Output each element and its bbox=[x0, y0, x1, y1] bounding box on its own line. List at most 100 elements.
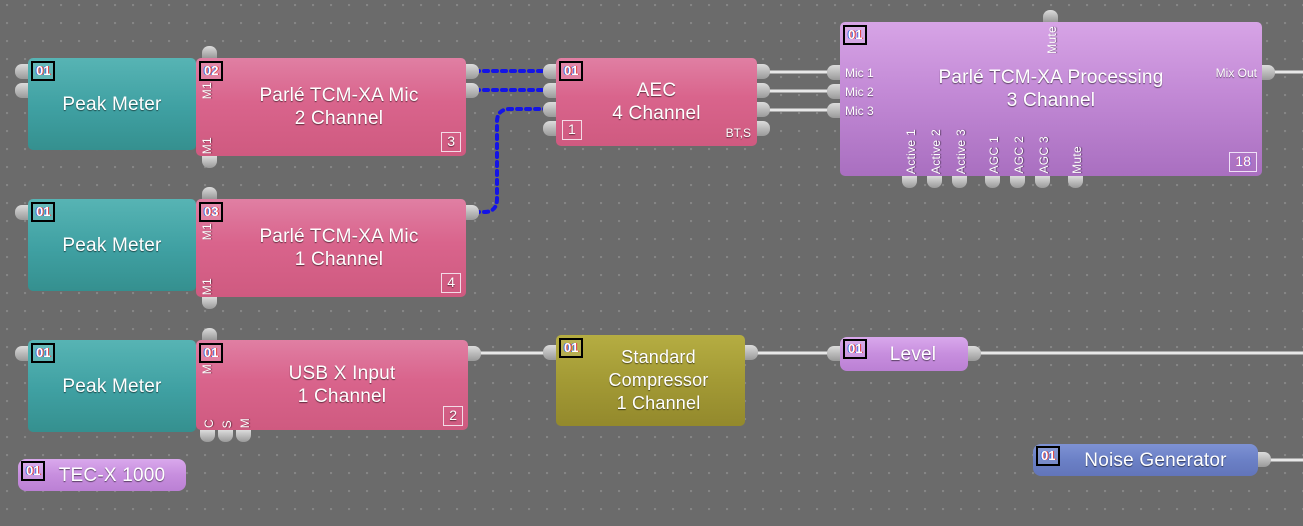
block-peak-meter-1[interactable]: Peak Meter 01 bbox=[15, 58, 196, 150]
port-top-m1[interactable] bbox=[202, 187, 217, 199]
block-id-badge[interactable]: 01 bbox=[1036, 446, 1061, 466]
block-title: TEC-X 1000 bbox=[58, 464, 166, 486]
block-body: Parlé TCM-XA Mic 2 Channel bbox=[196, 58, 466, 156]
block-body: Parlé TCM-XA Mic 1 Channel bbox=[196, 199, 466, 297]
block-tec-x-1000[interactable]: TEC-X 1000 01 bbox=[18, 459, 186, 491]
port-bottom-active-3[interactable] bbox=[952, 176, 967, 188]
port-bottom-active-2[interactable] bbox=[927, 176, 942, 188]
port-out-mix-out[interactable] bbox=[1262, 65, 1275, 80]
block-parle-mic-1ch[interactable]: Parlé TCM-XA Mic 1 Channel 03 M1 M1 4 bbox=[196, 187, 479, 309]
port-bottom-m1[interactable] bbox=[202, 156, 217, 168]
port-label-mic-2: Mic 2 bbox=[845, 85, 874, 99]
block-id-badge[interactable]: 02 bbox=[199, 61, 224, 81]
block-title: Noise Generator bbox=[1084, 449, 1227, 471]
block-id-badge[interactable]: 01 bbox=[31, 61, 56, 81]
port-label-active-3: Active 3 bbox=[954, 128, 968, 174]
block-id-badge[interactable]: 01 bbox=[31, 202, 56, 222]
port-bottom-agc-3[interactable] bbox=[1035, 176, 1050, 188]
port-out-2[interactable] bbox=[757, 83, 770, 98]
block-body: Level bbox=[840, 337, 968, 371]
block-title: USB X Input 1 Channel bbox=[288, 363, 396, 407]
port-label-agc-1: AGC 1 bbox=[987, 136, 1001, 174]
port-top-mute[interactable] bbox=[1043, 10, 1058, 22]
port-in-3[interactable] bbox=[543, 102, 556, 117]
block-id-badge[interactable]: 01 bbox=[31, 343, 56, 363]
block-aec[interactable]: AEC 4 Channel 01 1 BT,S bbox=[543, 58, 770, 146]
port-in-1[interactable] bbox=[827, 346, 840, 361]
port-bottom-active-1[interactable] bbox=[902, 176, 917, 188]
port-in-1[interactable] bbox=[15, 64, 28, 79]
block-level[interactable]: Level 01 bbox=[827, 337, 981, 371]
port-in-1[interactable] bbox=[543, 345, 556, 360]
block-title: Standard Compressor 1 Channel bbox=[608, 347, 709, 413]
block-id-badge[interactable]: 01 bbox=[843, 25, 868, 45]
port-out-3[interactable] bbox=[757, 102, 770, 117]
block-number-badge: 1 bbox=[562, 120, 582, 140]
port-bottom-agc-1[interactable] bbox=[985, 176, 1000, 188]
port-in-mic-2[interactable] bbox=[827, 84, 840, 99]
block-title: Parlé TCM-XA Mic 2 Channel bbox=[259, 85, 419, 129]
port-label-bottom-m1: M1 bbox=[200, 136, 214, 154]
block-parle-processing-3ch[interactable]: Parlé TCM-XA Processing 3 Channel Mic 1 … bbox=[827, 10, 1275, 188]
block-number-badge: 4 bbox=[441, 273, 461, 293]
block-peak-meter-2[interactable]: Peak Meter 01 bbox=[15, 199, 196, 291]
port-out-1[interactable] bbox=[968, 346, 981, 361]
port-bottom-s[interactable] bbox=[218, 430, 233, 442]
port-label-bottom-mute: Mute bbox=[1070, 146, 1084, 174]
block-id-badge[interactable]: 03 bbox=[199, 202, 224, 222]
port-label-top-m1: M1 bbox=[200, 223, 214, 241]
block-title: Peak Meter bbox=[62, 375, 162, 397]
port-label-active-1: Active 1 bbox=[904, 128, 918, 174]
port-top-m[interactable] bbox=[202, 328, 217, 340]
block-noise-generator[interactable]: Noise Generator 01 bbox=[1033, 444, 1271, 476]
port-label-bottom-m1: M1 bbox=[200, 277, 214, 295]
port-label-top-mute: Mute bbox=[1045, 26, 1059, 54]
port-label-bottom-s: S bbox=[220, 419, 234, 428]
block-id-badge[interactable]: 01 bbox=[21, 461, 46, 481]
port-in-mic-3[interactable] bbox=[827, 103, 840, 118]
block-id-badge[interactable]: 01 bbox=[559, 61, 584, 81]
block-peak-meter-3[interactable]: Peak Meter 01 bbox=[15, 340, 196, 432]
block-title: Peak Meter bbox=[62, 234, 162, 256]
block-id-badge[interactable]: 01 bbox=[843, 339, 868, 359]
port-label-top-m1: M1 bbox=[200, 82, 214, 100]
block-body: USB X Input 1 Channel bbox=[196, 340, 468, 430]
port-label-bottom-c: C bbox=[202, 419, 216, 428]
block-id-badge[interactable]: 01 bbox=[559, 338, 584, 358]
block-id-badge[interactable]: 01 bbox=[199, 343, 224, 363]
port-in-4[interactable] bbox=[543, 121, 556, 136]
port-in-2[interactable] bbox=[15, 83, 28, 98]
port-out-1[interactable] bbox=[468, 346, 481, 361]
port-out-1[interactable] bbox=[745, 345, 758, 360]
port-in-1[interactable] bbox=[15, 205, 28, 220]
port-out-1[interactable] bbox=[1258, 452, 1271, 467]
block-title: Peak Meter bbox=[62, 93, 162, 115]
port-out-1[interactable] bbox=[466, 64, 479, 79]
port-in-1[interactable] bbox=[15, 346, 28, 361]
block-parle-mic-2ch[interactable]: Parlé TCM-XA Mic 2 Channel 02 M1 M1 3 bbox=[196, 46, 479, 168]
port-bottom-m[interactable] bbox=[236, 430, 251, 442]
port-bottom-m1[interactable] bbox=[202, 297, 217, 309]
block-title: Parlé TCM-XA Mic 1 Channel bbox=[259, 226, 419, 270]
port-out-2[interactable] bbox=[466, 83, 479, 98]
block-standard-compressor[interactable]: Standard Compressor 1 Channel 01 bbox=[543, 335, 758, 426]
port-label-agc-2: AGC 2 bbox=[1012, 136, 1026, 174]
port-in-mic-1[interactable] bbox=[827, 65, 840, 80]
port-label-active-2: Active 2 bbox=[929, 128, 943, 174]
port-label-top-m: M bbox=[200, 364, 214, 375]
port-label-agc-3: AGC 3 bbox=[1037, 136, 1051, 174]
block-usb-x-input[interactable]: USB X Input 1 Channel 01 M C S M 2 bbox=[196, 328, 481, 442]
port-bottom-mute[interactable] bbox=[1068, 176, 1083, 188]
block-body: Peak Meter bbox=[28, 340, 196, 432]
port-bottom-agc-2[interactable] bbox=[1010, 176, 1025, 188]
port-out-1[interactable] bbox=[757, 64, 770, 79]
port-bottom-c[interactable] bbox=[200, 430, 215, 442]
port-top-m1[interactable] bbox=[202, 46, 217, 58]
port-out-1[interactable] bbox=[466, 205, 479, 220]
port-in-1[interactable] bbox=[543, 64, 556, 79]
block-number-badge: 3 bbox=[441, 132, 461, 152]
port-label-mix-out: Mix Out bbox=[1215, 66, 1257, 80]
port-in-2[interactable] bbox=[543, 83, 556, 98]
port-out-4[interactable] bbox=[757, 121, 770, 136]
